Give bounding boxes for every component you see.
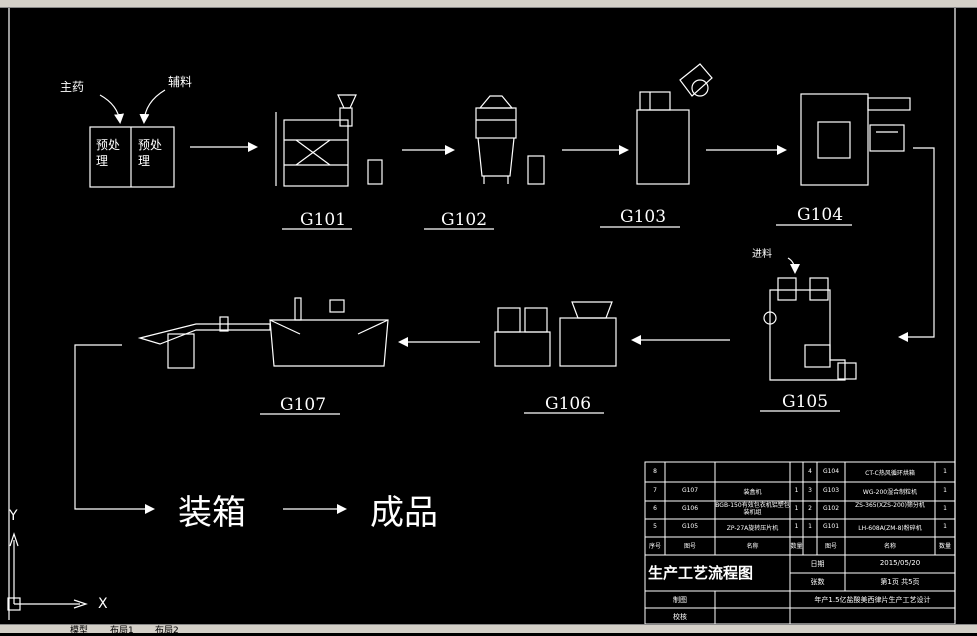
- pretreat-left-label: 预处理: [96, 138, 121, 168]
- ucs-x-label: X: [98, 596, 108, 612]
- tab-layout1[interactable]: 布局1: [110, 626, 134, 636]
- cad-toolbar[interactable]: [0, 0, 977, 8]
- flow-arrow: [74, 344, 155, 514]
- g106-label: G106: [545, 394, 592, 414]
- g102-label: G102: [441, 210, 488, 230]
- excipient-arrow: [139, 89, 166, 124]
- product-label: 成品: [370, 493, 438, 533]
- flow-arrow: [898, 147, 935, 342]
- g107-boxer-icon: [137, 297, 389, 369]
- pretreat-box: [89, 126, 175, 188]
- main-drug-arrow: [99, 94, 125, 124]
- g101-crusher-icon: [275, 94, 383, 187]
- g103-granulator-icon: [636, 63, 713, 185]
- ucs-icon: [7, 532, 88, 611]
- boxing-label: 装箱: [178, 493, 246, 533]
- main-drug-label: 主药: [60, 80, 85, 94]
- excipient-label: 辅料: [168, 75, 193, 89]
- drawing-title: 生产工艺流程图: [648, 564, 754, 582]
- ucs-y-label: Y: [9, 508, 18, 524]
- tab-model[interactable]: 模型: [70, 626, 89, 636]
- g101-label: G101: [300, 210, 347, 230]
- g105-press-icon: [763, 257, 857, 381]
- g104-label: G104: [797, 205, 844, 225]
- g105-label: G105: [782, 392, 829, 412]
- layout-tab-bar: 模型 布局1 布局2: [0, 624, 977, 636]
- g102-sieve-icon: [475, 95, 545, 185]
- g104-oven-icon: [800, 93, 911, 186]
- feed-label: 进料: [752, 249, 772, 260]
- g107-label: G107: [280, 395, 327, 415]
- g106-coater-icon: [494, 301, 617, 367]
- pretreat-right-label: 预处理: [138, 138, 163, 168]
- tab-layout2[interactable]: 布局2: [155, 626, 179, 636]
- g103-label: G103: [620, 207, 667, 227]
